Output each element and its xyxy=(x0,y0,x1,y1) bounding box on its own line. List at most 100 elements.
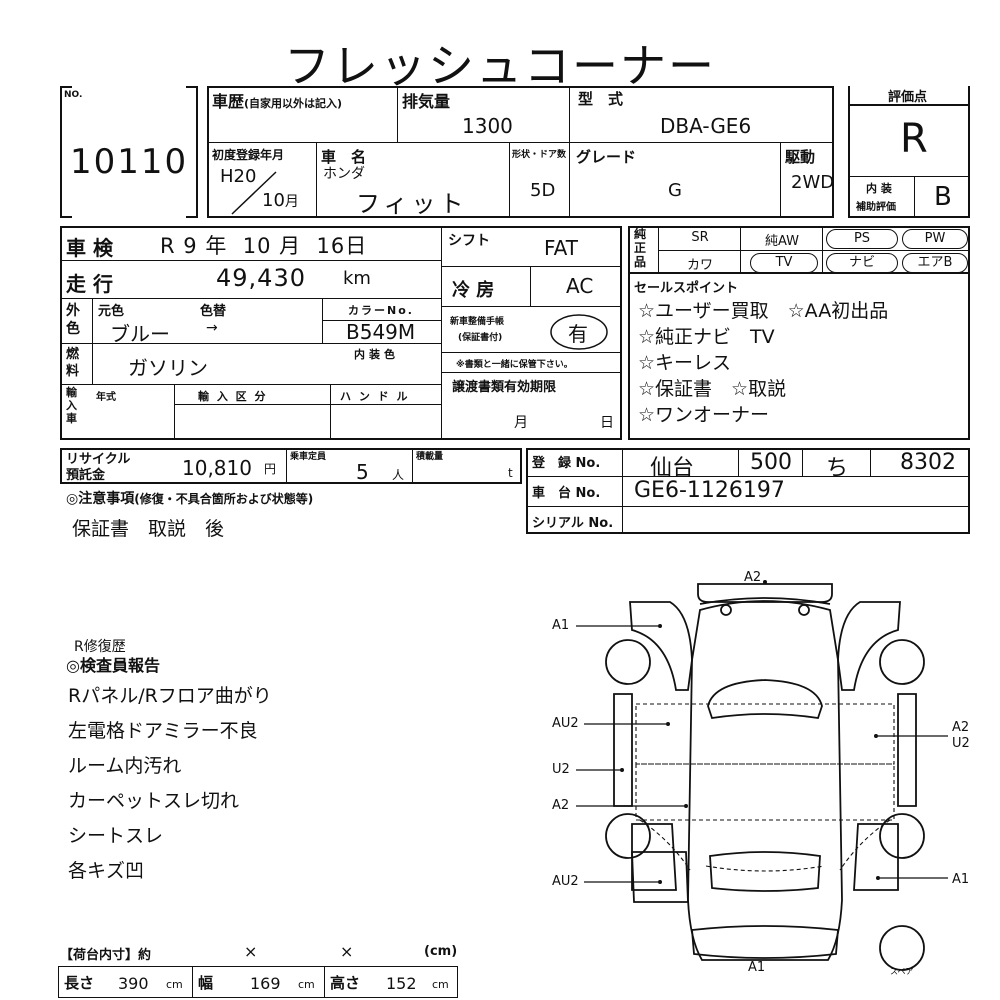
mileage-value: 49,430 xyxy=(216,264,306,292)
divider xyxy=(174,384,175,440)
registration-box xyxy=(526,448,970,534)
damage-label-left-mid2: U2 xyxy=(552,762,570,777)
recycle-value: 10,810 xyxy=(182,456,252,480)
inspection-label: 車 検 xyxy=(66,236,113,260)
equip-sr: SR xyxy=(691,230,709,245)
docs-validity-label: 譲渡書類有効期限 xyxy=(452,380,557,395)
docs-validity-day: 日 xyxy=(600,415,614,431)
body-value: 5D xyxy=(530,180,556,201)
divider xyxy=(509,142,510,218)
serial-label: シリアル No. xyxy=(532,516,614,531)
divider xyxy=(802,448,803,476)
divider xyxy=(322,320,441,321)
sales-points-label: セールスポイント xyxy=(634,281,739,296)
color-change-value: → xyxy=(206,320,218,336)
score-box xyxy=(848,86,970,218)
damage-label-left-mid1: AU2 xyxy=(552,716,579,731)
cargo-height-label: 高さ xyxy=(330,974,361,992)
grade-score-value: R xyxy=(900,116,928,162)
sales-point-line: ☆保証書 ☆取説 xyxy=(638,378,787,400)
registration-kana: ち xyxy=(826,456,849,481)
registration-class: 500 xyxy=(750,450,792,475)
recycle-unit: 円 xyxy=(264,462,277,476)
divider xyxy=(207,142,834,143)
divider xyxy=(441,352,622,353)
cargo-length-unit: cm xyxy=(166,978,183,991)
divider xyxy=(316,142,317,218)
page-title: フレッシュコーナー xyxy=(284,39,716,93)
manual-sub: (保証書付) xyxy=(458,333,503,343)
first-reg-era: H20 xyxy=(220,166,257,187)
divider xyxy=(848,176,970,177)
registration-number: 8302 xyxy=(900,450,956,475)
model-code-value: DBA-GE6 xyxy=(660,114,752,138)
equip-tv: TV xyxy=(750,253,818,273)
sales-points-box xyxy=(628,274,970,440)
ac-value: AC xyxy=(566,274,594,298)
divider xyxy=(60,298,441,299)
grade-label: グレード xyxy=(576,148,637,166)
divider xyxy=(330,384,331,440)
import-handle-label: ハ ン ド ル xyxy=(340,390,410,403)
notes-text: 保証書 取説 後 xyxy=(72,518,225,540)
divider xyxy=(530,266,531,306)
color-original-value: ブルー xyxy=(110,322,170,346)
first-reg-label: 初度登録年月 xyxy=(212,148,285,162)
ac-label: 冷 房 xyxy=(452,280,495,301)
damage-label-front-left: A1 xyxy=(552,618,570,633)
score-top-line xyxy=(848,104,970,106)
cargo-cross2: × xyxy=(340,942,354,961)
equip-ps: PS xyxy=(826,229,898,249)
chassis-label: 車 台 No. xyxy=(532,486,601,501)
cargo-box xyxy=(58,966,458,998)
repair-history-label: R修復歴 xyxy=(74,639,126,655)
no-value: 10110 xyxy=(70,142,189,182)
import-type-label: 輸 入 区 分 xyxy=(198,390,268,403)
cargo-width-label: 幅 xyxy=(198,974,214,992)
displacement-label: 排気量 xyxy=(402,92,451,111)
equip-airbag: エアB xyxy=(902,253,968,273)
cargo-width-unit: cm xyxy=(298,978,315,991)
divider xyxy=(569,86,570,218)
interior-score-value: B xyxy=(934,182,952,212)
capacity-label: 乗車定員 xyxy=(290,452,327,462)
damage-label-left-mid3: A2 xyxy=(552,798,570,813)
cargo-cross1: × xyxy=(244,942,258,961)
damage-label-right-mid-a: A2 xyxy=(952,720,970,735)
capacity-value: 5 xyxy=(356,460,369,484)
divider xyxy=(92,298,93,384)
middle-info-box xyxy=(60,226,622,440)
interior-color-label: 内装色 xyxy=(354,348,399,361)
equip-aw: 純AW xyxy=(764,234,800,249)
report-line: カーペットスレ切れ xyxy=(68,790,240,812)
damage-label-left-rear: AU2 xyxy=(552,874,579,889)
divider xyxy=(441,306,622,307)
report-line: シートスレ xyxy=(68,825,164,847)
mileage-unit: km xyxy=(343,268,371,289)
model-code-label: 型 式 xyxy=(578,90,624,108)
cargo-height-value: 152 xyxy=(386,974,417,993)
divider xyxy=(60,343,441,344)
divider xyxy=(780,142,781,218)
drive-value: 2WD xyxy=(791,172,835,193)
divider xyxy=(60,384,441,385)
car-maker: ホンダ xyxy=(323,166,365,182)
divider xyxy=(412,448,413,484)
cargo-width-value: 169 xyxy=(250,974,281,993)
color-code-label: カラーNo. xyxy=(348,304,414,317)
drive-label: 駆動 xyxy=(785,148,816,166)
manual-value: 有 xyxy=(568,322,588,346)
divider xyxy=(738,448,739,476)
divider xyxy=(441,372,622,373)
top-info-box xyxy=(207,86,834,218)
report-line: Rパネル/Rフロア曲がり xyxy=(68,685,272,707)
divider xyxy=(822,226,823,274)
interior-score-label1: 内 装 xyxy=(866,182,892,195)
car-name-label: 車 名 xyxy=(321,148,367,166)
damage-label-right-rear: A1 xyxy=(952,872,970,887)
cargo-title: 【荷台内寸】約 xyxy=(60,948,152,963)
load-unit: t xyxy=(508,466,513,480)
divider xyxy=(60,260,441,261)
recycle-label1: リサイクル xyxy=(66,452,131,467)
sales-point-line: ☆純正ナビ TV xyxy=(638,326,775,348)
